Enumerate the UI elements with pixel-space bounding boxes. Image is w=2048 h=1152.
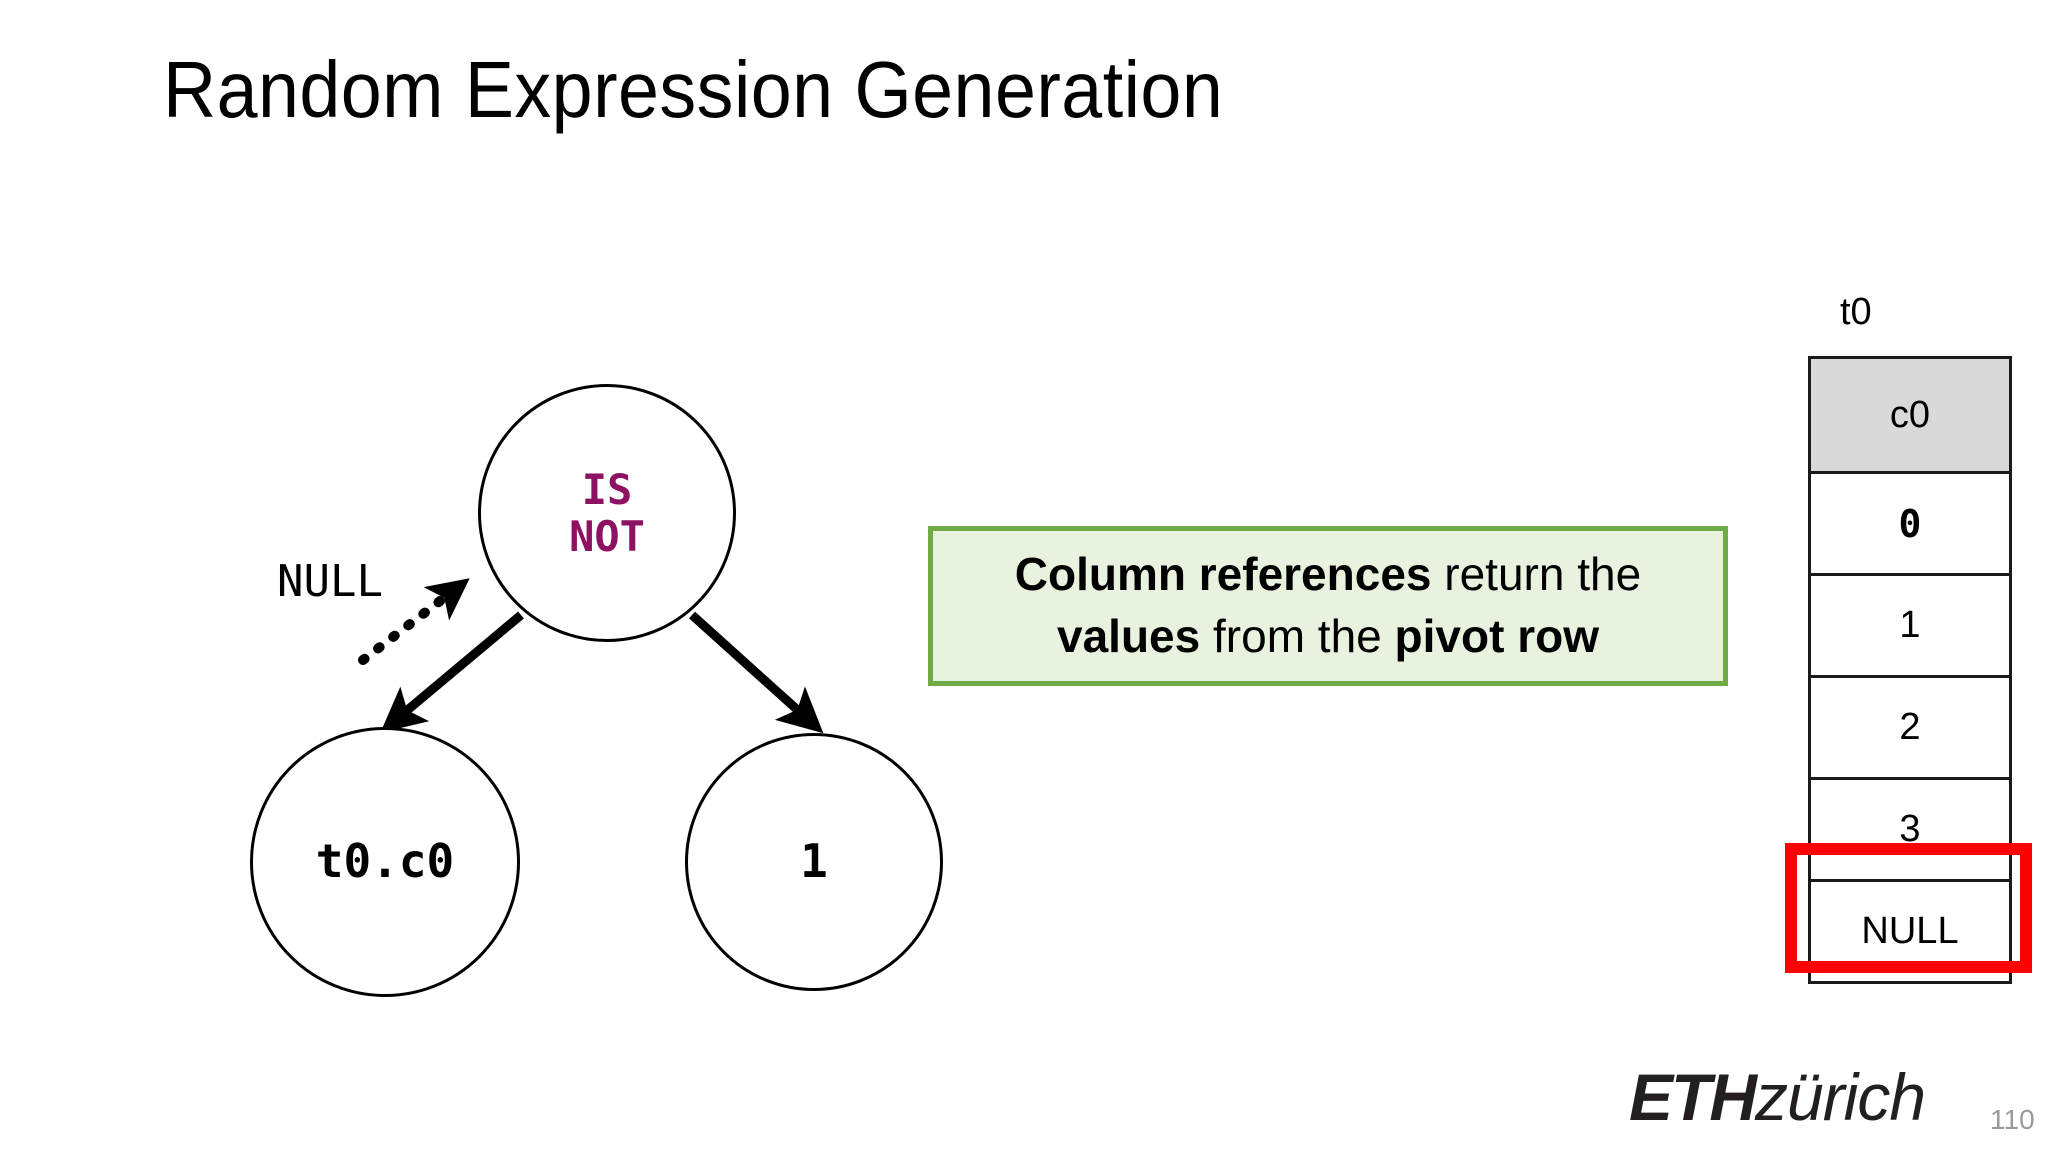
- table-cell-value: 0: [1808, 471, 2012, 576]
- tree-edge-root-left: [380, 611, 524, 733]
- tree-node-operator-line2: NOT: [569, 512, 645, 561]
- callout-box: Column references return the values from…: [928, 526, 1728, 686]
- tree-node-operator-line1: IS: [581, 464, 633, 514]
- tree-node-operator[interactable]: IS NOT: [478, 384, 736, 642]
- callout-line-2-bold-a: values: [1057, 610, 1201, 662]
- tree-node-constant-label: 1: [800, 834, 828, 889]
- callout-line-2-mid: from the: [1200, 610, 1395, 662]
- callout-line-2-bold-b: pivot row: [1394, 610, 1599, 662]
- table-row: 1: [1808, 573, 2012, 678]
- table-row: 3: [1808, 777, 2012, 882]
- null-annotation-label: NULL: [277, 556, 383, 607]
- table-row: 2: [1808, 675, 2012, 780]
- table-cell-value: 2: [1808, 675, 2012, 780]
- table-cell-value-null: NULL: [1808, 879, 2012, 984]
- page-title: Random Expression Generation: [163, 45, 1224, 134]
- callout-line-2: values from the pivot row: [1057, 606, 1599, 668]
- page-number: 110: [1990, 1104, 2035, 1135]
- tree-node-constant[interactable]: 1: [685, 733, 943, 991]
- callout-line-1-rest: return the: [1431, 548, 1642, 601]
- table-row: 0: [1808, 471, 2012, 576]
- callout-line-1-bold: Column references: [1014, 548, 1432, 601]
- tree-edge-root-right: [688, 611, 824, 734]
- eth-zurich-logo: ETHzürich: [1629, 1059, 1926, 1135]
- tree-node-column-reference[interactable]: t0.c0: [250, 727, 520, 997]
- table-name-label: t0: [1840, 291, 1872, 333]
- table-column-header-c0: c0: [1808, 356, 2012, 474]
- eth-logo-mark: ETH: [1629, 1060, 1757, 1134]
- tree-node-column-reference-label: t0.c0: [315, 834, 455, 889]
- callout-line-1: Column references return the: [1015, 544, 1641, 606]
- table-cell-value: 3: [1808, 777, 2012, 882]
- eth-logo-city: zürich: [1755, 1060, 1926, 1134]
- table-row: NULL: [1808, 879, 2012, 984]
- data-table: c0 0 1 2 3 NULL: [1808, 356, 2012, 984]
- table-cell-value: 1: [1808, 573, 2012, 678]
- table-header-row: c0: [1808, 356, 2012, 474]
